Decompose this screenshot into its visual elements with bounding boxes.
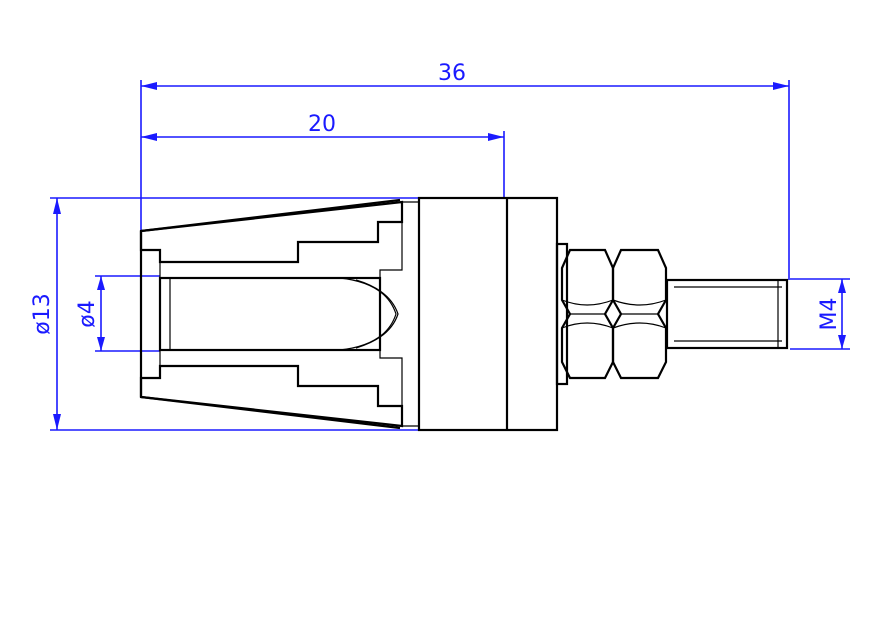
dimension-thread: M4 xyxy=(790,278,850,350)
contact-sleeve-section xyxy=(158,221,403,407)
dimension-label-o13: ø13 xyxy=(30,293,55,334)
dimension-outer-diameter: ø13 xyxy=(30,197,420,431)
dimension-overall-length: 36 xyxy=(140,61,790,280)
dimension-body-length: 20 xyxy=(141,112,505,198)
threaded-stud xyxy=(555,242,789,386)
insulating-cap-section xyxy=(139,198,404,430)
dimension-label-36: 36 xyxy=(438,61,466,86)
hex-nut-left xyxy=(560,248,615,380)
dimension-bore-diameter: ø4 xyxy=(75,275,160,352)
metal-body xyxy=(402,196,559,432)
dimension-label-o4: ø4 xyxy=(75,300,100,327)
hex-nut-right xyxy=(611,248,668,380)
dimension-label-20: 20 xyxy=(308,112,336,137)
dimension-label-m4: M4 xyxy=(817,298,842,331)
